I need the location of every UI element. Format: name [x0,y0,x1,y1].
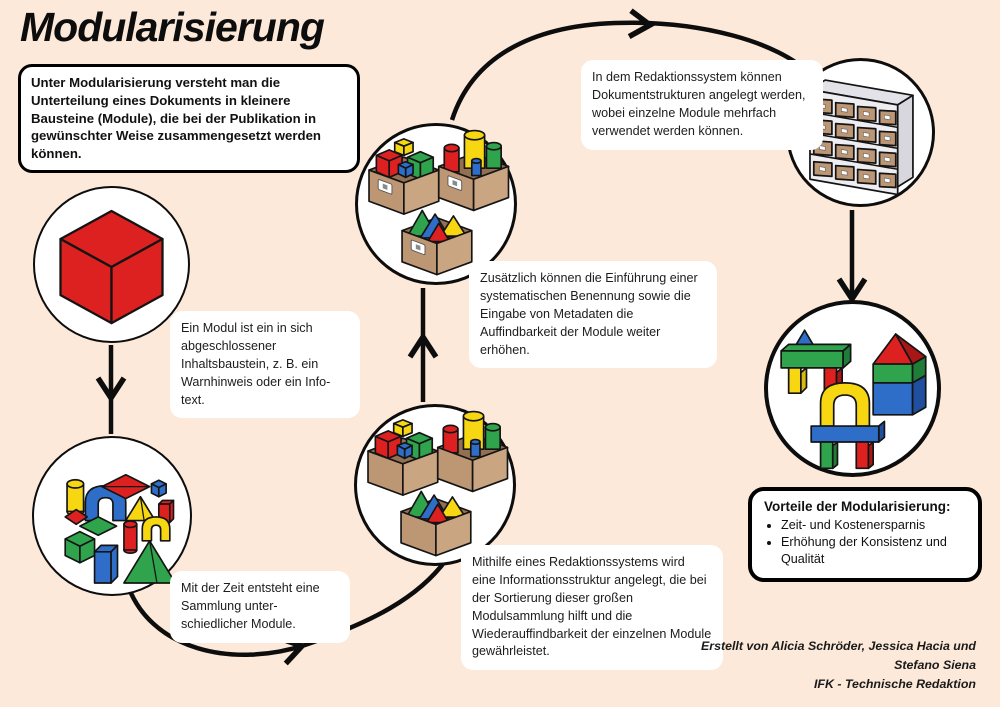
caption-labeling: Zusätzlich können die Einführung einer s… [469,261,717,369]
benefits-box: Vorteile der Modularisierung: Zeit- und … [748,487,982,582]
caption-sorting: Mithilfe eines Redaktionssystems wird ei… [461,545,723,671]
benefit-item: Erhöhung der Konsistenz und Qualität [781,534,966,568]
sorted-boxes-icon [367,410,509,557]
arrowhead-down-icon [836,277,868,305]
shelf-with-boxes-icon [809,79,914,196]
intro-box: Unter Modularisierung versteht man die U… [18,64,360,174]
benefits-title: Vorteile der Modularisierung: [764,499,951,514]
block-collection-icon [64,473,177,584]
arrowhead-right-icon [627,8,656,39]
arrowhead-down-icon [95,376,127,404]
credits-line: Stefano Siena [894,658,976,673]
labeled-boxes-icon [368,129,510,276]
credits: Erstellt von Alicia Schröder, Jessica Ha… [701,637,976,695]
caption-collection: Mit der Zeit entsteht eine Sammlung unte… [170,571,350,643]
benefits-list: Zeit- und Kostenersparnis Erhöhung der K… [781,517,966,568]
page-title: Modularisierung [20,4,325,50]
red-cube-icon [59,209,164,325]
collection-circle [32,436,192,596]
caption-module: Ein Modul ist ein in sich abgeschlossene… [170,311,360,419]
credits-line: Erstellt von Alicia Schröder, Jessica Ha… [700,639,976,653]
arrow-labeling-to-system [449,20,812,121]
benefit-item: Zeit- und Kostenersparnis [781,517,966,534]
module-circle [33,186,190,343]
caption-system: In dem Redaktionssystem können Dokuments… [581,60,823,150]
arrowhead-up-icon [407,331,439,359]
sorting-circle [354,404,516,566]
credits-line: IFK - Technische Redaktion [813,677,976,692]
built-structures-icon [780,329,927,470]
labeling-circle [355,123,517,285]
reuse-circle [764,300,941,477]
